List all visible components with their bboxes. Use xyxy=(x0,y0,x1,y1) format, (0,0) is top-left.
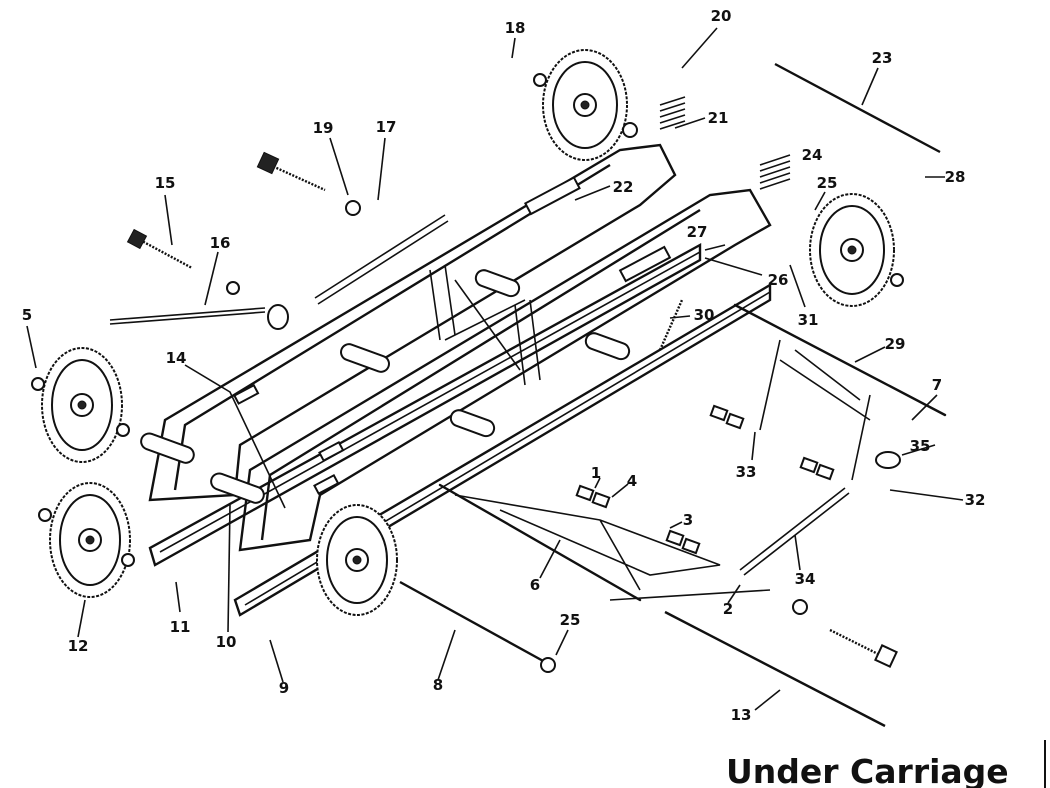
callout-25b: 25 xyxy=(560,611,581,629)
callout-28: 28 xyxy=(945,168,966,186)
callout-21: 21 xyxy=(708,109,729,127)
callout-2: 2 xyxy=(723,600,733,618)
callout-32: 32 xyxy=(965,491,986,509)
callouts: 1 2 3 4 5 6 7 8 9 10 11 12 13 14 15 16 1… xyxy=(22,7,986,724)
callout-30: 30 xyxy=(694,306,715,324)
callout-33: 33 xyxy=(736,463,757,481)
bogie-wheel xyxy=(41,347,123,463)
callout-19: 19 xyxy=(313,119,334,137)
frame-assembly xyxy=(140,143,772,617)
callout-6: 6 xyxy=(530,576,540,594)
callout-17: 17 xyxy=(376,118,397,136)
diagram-title: Under Carriage xyxy=(726,752,1009,788)
callout-22: 22 xyxy=(613,178,634,196)
callout-14: 14 xyxy=(166,349,187,367)
axle-stub xyxy=(140,269,631,504)
callout-20: 20 xyxy=(711,7,732,25)
callout-5: 5 xyxy=(22,306,32,324)
callout-24: 24 xyxy=(802,146,823,164)
bogie-wheel xyxy=(49,482,131,598)
callout-7: 7 xyxy=(932,376,942,394)
callout-18: 18 xyxy=(505,19,526,37)
callout-26: 26 xyxy=(768,271,789,289)
callout-11: 11 xyxy=(170,618,191,636)
leader-lines xyxy=(26,27,964,711)
callout-31: 31 xyxy=(798,311,819,329)
bogie-wheel xyxy=(316,504,398,616)
callout-27: 27 xyxy=(687,223,708,241)
bogie-wheel xyxy=(542,49,628,161)
callout-16: 16 xyxy=(210,234,231,252)
callout-13: 13 xyxy=(731,706,752,724)
callout-29: 29 xyxy=(885,335,906,353)
callout-10: 10 xyxy=(216,633,237,651)
callout-35: 35 xyxy=(910,437,931,455)
callout-15: 15 xyxy=(155,174,176,192)
bogie-wheel xyxy=(809,193,895,307)
callout-34: 34 xyxy=(795,570,816,588)
callout-25: 25 xyxy=(817,174,838,192)
callout-1: 1 xyxy=(591,464,601,482)
callout-4: 4 xyxy=(627,472,637,490)
callout-9: 9 xyxy=(279,679,289,697)
callout-3: 3 xyxy=(683,511,693,529)
callout-23: 23 xyxy=(872,49,893,67)
callout-12: 12 xyxy=(68,637,89,655)
hardware-parts xyxy=(31,62,947,728)
callout-8: 8 xyxy=(433,676,443,694)
